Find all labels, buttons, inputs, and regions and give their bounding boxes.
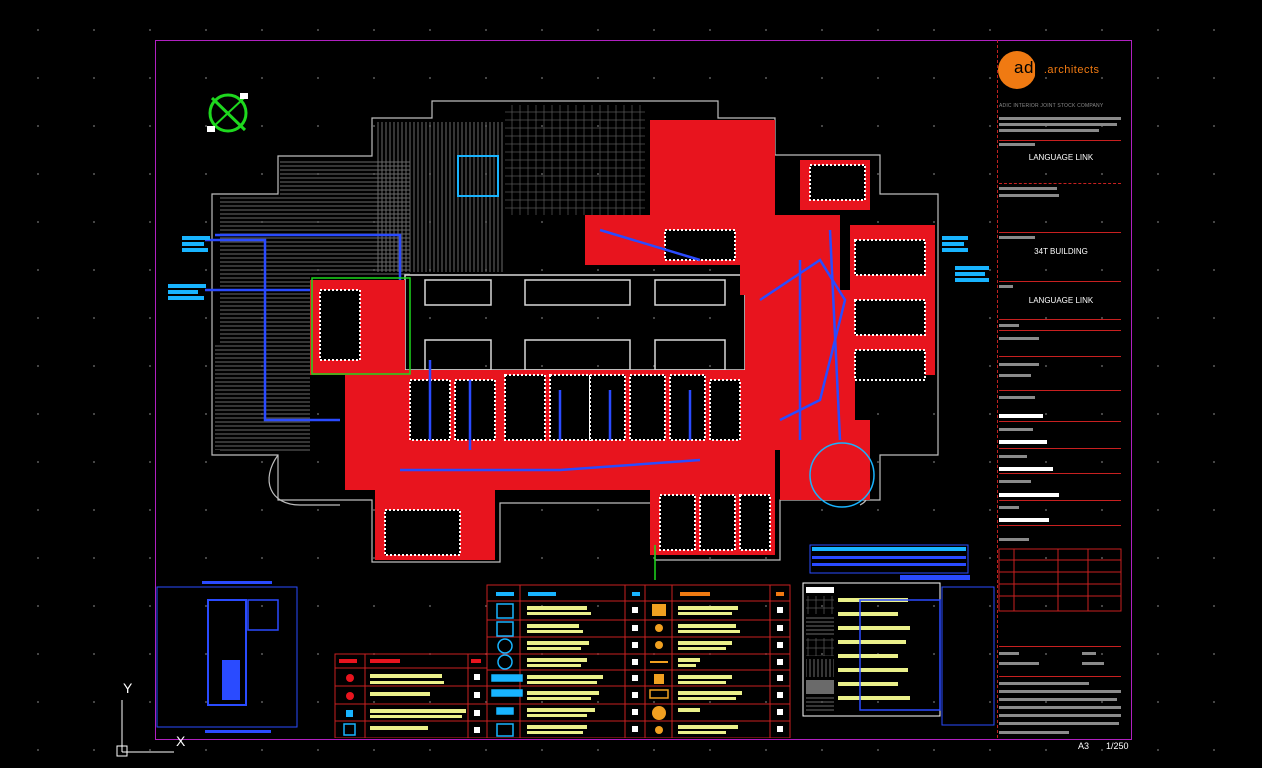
notes-line [999, 682, 1089, 685]
ducts-blue [205, 228, 847, 472]
field-value [999, 440, 1047, 444]
title-block-divider [999, 183, 1121, 185]
hatch-legend [802, 582, 995, 726]
notes-line [999, 714, 1121, 717]
field-label [999, 652, 1019, 655]
project-name: LANGUAGE LINK [1028, 153, 1094, 162]
title-block-divider [999, 448, 1121, 449]
title-block-divider [999, 319, 1121, 320]
field-label [999, 396, 1035, 399]
title-block-divider [999, 330, 1121, 331]
field-label [999, 428, 1033, 431]
field-label [999, 506, 1019, 509]
title-block-divider [999, 390, 1121, 391]
field-label [999, 143, 1035, 146]
symbol-legend-left [334, 653, 488, 738]
sheet-size: A3 [1078, 741, 1090, 751]
address-line [999, 123, 1117, 126]
logo: adp.architects [1014, 58, 1100, 78]
green-annotations [311, 277, 875, 580]
notes-line [999, 706, 1121, 709]
title-block-divider [999, 421, 1121, 422]
symbol-legend-right [486, 584, 791, 738]
field-label [1082, 652, 1096, 655]
notes-line [999, 722, 1119, 725]
field-value [999, 518, 1049, 522]
ucs-x-label: X [176, 733, 186, 749]
address-line [999, 117, 1121, 120]
notes-line [999, 690, 1121, 693]
key-plan-inset [156, 581, 298, 733]
field-value [999, 662, 1039, 665]
title-block-divider [999, 356, 1121, 357]
notes-line [999, 698, 1117, 701]
title-block-separator [997, 40, 998, 738]
schedule-table [809, 544, 970, 580]
field-label [999, 194, 1059, 197]
logo-text: adp [1014, 58, 1044, 77]
field-label [999, 324, 1019, 327]
field-value [999, 467, 1053, 471]
legend-symbol-icon [491, 603, 523, 737]
company-name: ADIC INTERIOR JOINT STOCK COMPANY [999, 103, 1104, 109]
logo-suffix: .architects [1043, 64, 1100, 76]
rooms [319, 164, 926, 556]
field-value [999, 493, 1059, 497]
field-label [999, 285, 1013, 288]
field-label [999, 236, 1035, 239]
drawing-name: LANGUAGE LINK [1028, 296, 1094, 305]
field-label [999, 480, 1031, 483]
field-label [999, 187, 1057, 190]
ucs-y-label: Y [123, 680, 133, 696]
notes-line [999, 731, 1069, 734]
drawing-scale: 1/250 [1106, 741, 1129, 751]
title-block-divider [999, 646, 1121, 647]
drawing-frame [155, 40, 1132, 740]
title-block-divider [999, 232, 1121, 233]
field-label [999, 538, 1029, 541]
north-arrow-icon [207, 93, 248, 133]
floor-plan[interactable] [155, 40, 997, 738]
title-block-divider [999, 281, 1121, 282]
address-line [999, 129, 1099, 132]
field-value [999, 414, 1043, 418]
title-block-divider [999, 473, 1121, 474]
title-block-divider [999, 500, 1121, 501]
field-label [999, 337, 1039, 340]
field-label [999, 363, 1039, 366]
building-core [404, 274, 746, 371]
title-block-divider [999, 676, 1121, 677]
title-block-divider [999, 525, 1121, 526]
field-label [999, 455, 1027, 458]
revision-table [998, 548, 1122, 612]
building-name: 34T BUILDING [1034, 247, 1088, 256]
field-value [1082, 662, 1104, 665]
field-label [999, 374, 1031, 377]
logo-mark [998, 51, 1036, 89]
ucs-icon [116, 700, 174, 757]
cyan-accents [168, 155, 989, 300]
title-block-divider [999, 140, 1121, 141]
